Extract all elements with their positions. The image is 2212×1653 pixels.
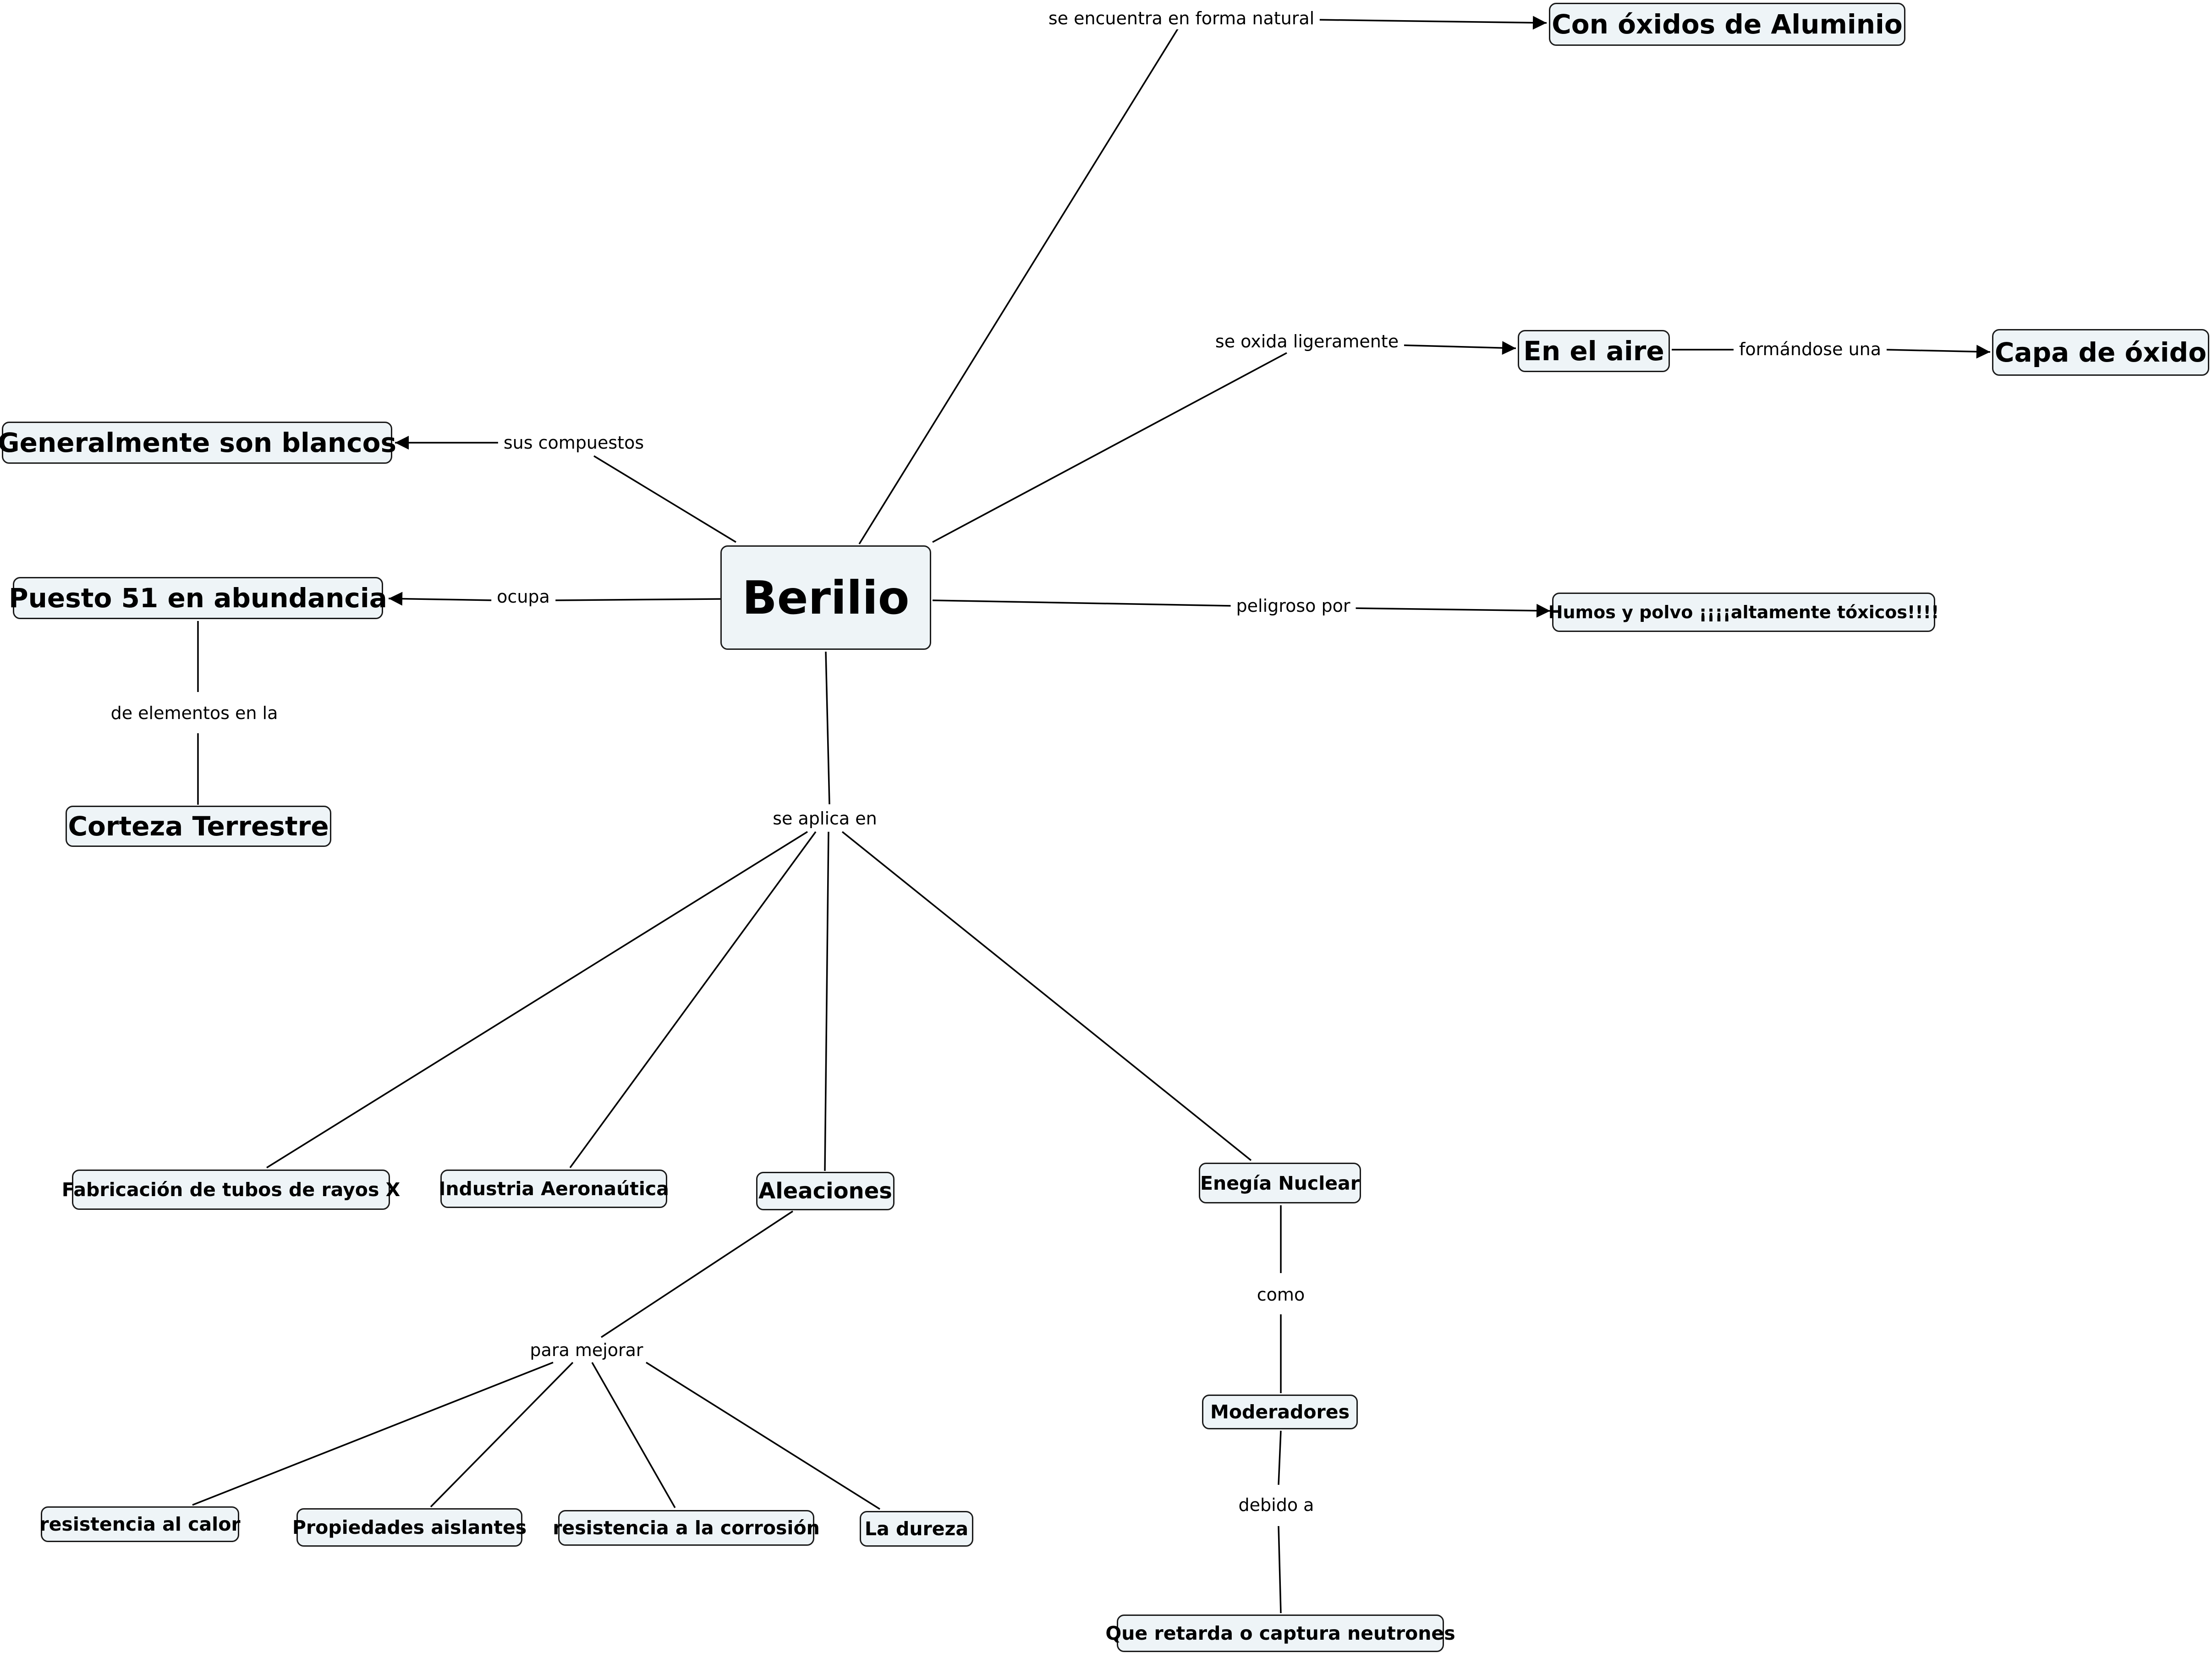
line-para-mejorar-corrosion [591,1362,676,1508]
concept-aleaciones[interactable]: Aleaciones [756,1172,895,1210]
concept-label: En el aire [1523,335,1664,367]
line-berilio-se-encuentra [858,27,1180,544]
concept-label: Moderadores [1210,1401,1350,1423]
line-peligroso-humos [1351,604,1551,618]
link-ocupa[interactable]: ocupa [491,586,555,608]
link-se-oxida-ligeramente[interactable]: se oxida ligeramente [1209,330,1405,352]
concept-fabricacion-tubos-rayos-x[interactable]: Fabricación de tubos de rayos X [62,1170,400,1210]
concept-propiedades-aislantes[interactable]: Propiedades aislantes [292,1508,527,1547]
link-debido-a[interactable]: debido a [1233,1494,1320,1516]
concept-berilio[interactable]: Berilio [720,545,931,650]
concept-label: resistencia al calor [39,1513,241,1535]
line-berilio-se-aplica [825,651,830,805]
line-para-mejorar-resistencia-calor [192,1362,554,1506]
concept-que-retarda-neutrones[interactable]: Que retarda o captura neutrones [1105,1615,1455,1652]
line-berilio-se-oxida [932,352,1287,543]
concept-label: Aleaciones [758,1178,892,1204]
line-berilio-ocupa [552,598,721,601]
concept-resistencia-al-calor[interactable]: resistencia al calor [39,1506,241,1542]
link-como[interactable]: como [1251,1284,1311,1306]
line-formandose-capa [1885,345,1991,359]
line-moderadores-debido [1278,1430,1282,1485]
concept-label: Berilio [742,571,910,625]
line-se-encuentra-con-oxidos [1316,16,1547,30]
concept-label: Generalmente son blancos [0,427,396,458]
link-formandose-una[interactable]: formándose una [1733,338,1887,360]
concept-energia-nuclear[interactable]: Enegía Nuclear [1199,1163,1361,1203]
concept-humos-y-polvo[interactable]: Humos y polvo ¡¡¡¡altamente tóxicos!!!! [1548,593,1939,632]
concept-industria-aeronautica[interactable]: Industria Aeronaútica [439,1170,669,1208]
concept-generalmente-son-blancos[interactable]: Generalmente son blancos [0,422,396,464]
concept-moderadores[interactable]: Moderadores [1202,1395,1358,1429]
concept-label: Industria Aeronaútica [439,1178,669,1200]
concept-con-oxidos-de-aluminio[interactable]: Con óxidos de Aluminio [1549,3,1905,46]
concept-puesto-51[interactable]: Puesto 51 en abundancia [9,577,387,619]
link-se-aplica-en[interactable]: se aplica en [767,807,883,829]
concept-corteza-terrestre[interactable]: Corteza Terrestre [66,806,331,847]
line-se-aplica-energia [841,831,1252,1161]
concept-label: Que retarda o captura neutrones [1105,1622,1455,1644]
concept-label: resistencia a la corrosión [553,1517,820,1539]
concept-resistencia-corrosion[interactable]: resistencia a la corrosión [553,1510,820,1546]
concept-label: Corteza Terrestre [68,811,329,842]
concept-label: Capa de óxido [1994,337,2207,368]
line-para-mejorar-dureza [646,1362,880,1510]
line-aleaciones-para-mejorar [601,1210,793,1338]
line-se-aplica-fabricacion [266,831,808,1169]
line-para-mejorar-propiedades [430,1362,574,1508]
concept-capa-de-oxido[interactable]: Capa de óxido [1992,329,2209,376]
concept-label: Puesto 51 en abundancia [9,582,387,614]
concept-label: Con óxidos de Aluminio [1552,9,1903,40]
link-sus-compuestos[interactable]: sus compuestos [498,432,650,454]
line-ocupa-puesto [388,592,495,606]
link-peligroso-por[interactable]: peligroso por [1230,595,1356,617]
concept-label: Fabricación de tubos de rayos X [61,1179,401,1201]
line-se-aplica-industria [569,831,817,1169]
line-se-aplica-aleaciones [824,831,829,1171]
concept-label: La dureza [864,1518,969,1540]
link-para-mejorar[interactable]: para mejorar [524,1339,649,1361]
line-berilio-sus-compuestos [593,455,736,543]
concept-en-el-aire[interactable]: En el aire [1518,330,1670,372]
link-se-encuentra-en-forma-natural[interactable]: se encuentra en forma natural [1043,7,1320,29]
line-debido-que-retarda [1278,1526,1282,1614]
line-se-oxida-en-el-aire [1397,341,1516,355]
concept-label: Humos y polvo ¡¡¡¡altamente tóxicos!!!! [1548,602,1939,622]
line-berilio-peligroso [932,599,1233,607]
link-de-elementos-en-la[interactable]: de elementos en la [105,702,284,724]
concept-label: Enegía Nuclear [1200,1172,1360,1194]
concept-la-dureza[interactable]: La dureza [860,1511,973,1547]
concept-label: Propiedades aislantes [292,1516,527,1538]
